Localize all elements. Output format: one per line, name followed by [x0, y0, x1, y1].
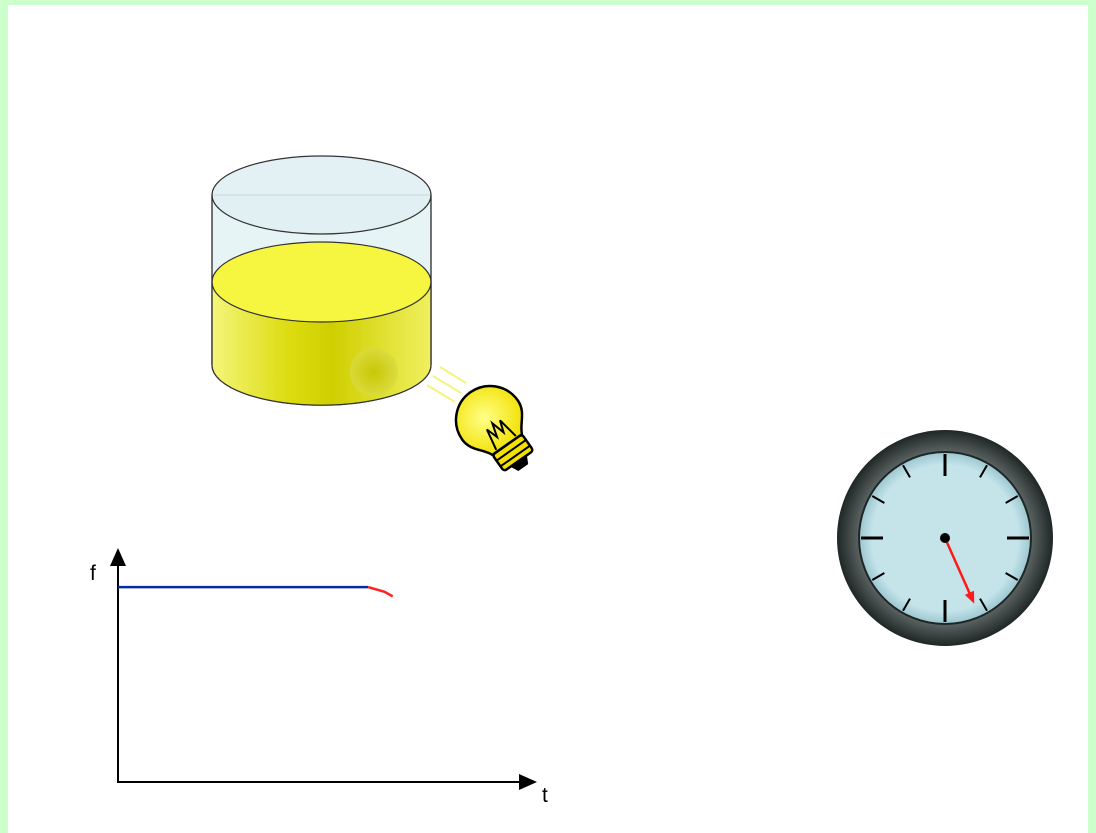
- x-axis-label: t: [542, 784, 548, 807]
- clock-tick: [902, 464, 911, 478]
- lightbulb-icon[interactable]: [443, 373, 551, 487]
- series-line-red: [367, 585, 394, 598]
- y-axis-label: f: [90, 562, 96, 585]
- clock-hand-tip: [964, 590, 975, 604]
- clock-hand: [943, 537, 973, 597]
- clock-tick: [1005, 572, 1019, 581]
- light-rays: [426, 366, 467, 403]
- clock[interactable]: [837, 430, 1053, 646]
- clock-tick: [871, 572, 885, 581]
- clock-tick: [979, 598, 988, 612]
- clock-tick: [902, 598, 911, 612]
- clock-tick: [979, 464, 988, 478]
- drain-hole: [350, 348, 398, 396]
- liquid-container: [211, 155, 432, 406]
- clock-tick: [1005, 495, 1019, 504]
- liquid-surface: [211, 241, 432, 323]
- clock-ticks: [861, 454, 1029, 622]
- clock-tick: [871, 495, 885, 504]
- container-top: [211, 155, 432, 235]
- clock-center: [940, 533, 950, 543]
- graph: f t: [90, 548, 548, 807]
